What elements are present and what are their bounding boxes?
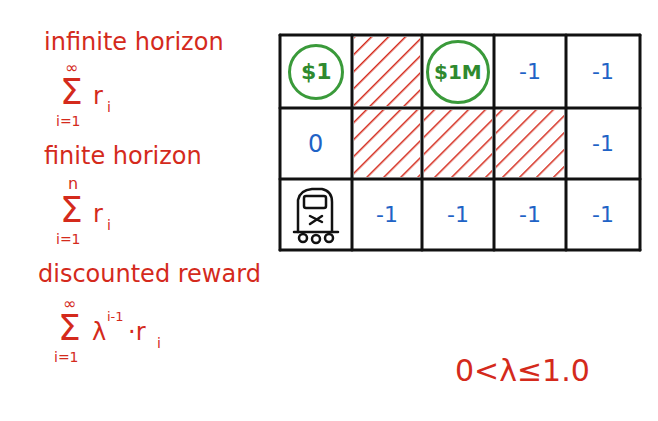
- reward-circle: $1M: [426, 40, 490, 104]
- sum-symbol: Σ: [58, 310, 81, 346]
- grid-value: -1: [592, 61, 614, 83]
- grid-value: -1: [447, 204, 469, 226]
- sum-symbol: Σ: [60, 192, 83, 228]
- subscript: i: [107, 100, 111, 114]
- section-heading: infinite horizon: [44, 30, 224, 54]
- reward-amount: $1M: [434, 62, 482, 82]
- grid-value: -1: [376, 204, 398, 226]
- grid-value: 0: [308, 132, 323, 156]
- subscript: i: [157, 336, 161, 350]
- grid-value: -1: [519, 204, 541, 226]
- reward-amount: $1: [301, 61, 332, 83]
- grid-lines: [280, 35, 640, 250]
- lower-limit: i=1: [56, 232, 81, 246]
- variable: r: [93, 84, 103, 108]
- variable: λ: [92, 320, 106, 344]
- variable: r: [93, 202, 103, 226]
- subscript: i: [107, 218, 111, 232]
- lower-limit: i=1: [56, 114, 81, 128]
- superscript: i-1: [107, 310, 124, 323]
- robot-icon: [294, 189, 338, 243]
- lower-limit: i=1: [54, 350, 79, 364]
- section-heading: discounted reward: [38, 262, 261, 286]
- reward-circle: $1: [288, 44, 344, 100]
- grid-value: -1: [592, 204, 614, 226]
- upper-limit: n: [68, 176, 78, 192]
- variable: ·r: [128, 320, 146, 344]
- constraint: 0<λ≤1.0: [455, 356, 590, 386]
- grid-value: -1: [592, 133, 614, 155]
- sum-symbol: Σ: [60, 74, 83, 110]
- grid-value: -1: [519, 61, 541, 83]
- section-heading: finite horizon: [44, 144, 202, 168]
